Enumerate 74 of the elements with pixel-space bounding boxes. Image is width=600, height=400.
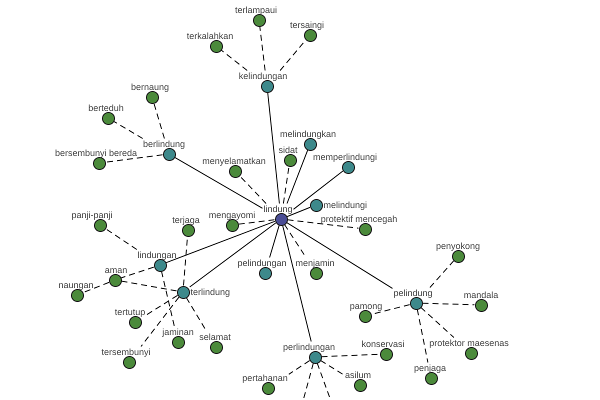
node-label: lindungan xyxy=(137,250,177,260)
dashed-connector-line xyxy=(316,362,332,400)
node-label: aman xyxy=(104,264,128,274)
node-label: protektor maesenas xyxy=(429,338,509,348)
node-label: tertutup xyxy=(114,306,146,316)
dashed-connector-line xyxy=(220,50,248,71)
node-label: pertahanan xyxy=(242,372,288,382)
dashed-connector-line xyxy=(82,282,110,294)
node-label: naungan xyxy=(58,280,94,290)
node-label: kelindungan xyxy=(238,70,288,80)
connector-line xyxy=(166,220,276,264)
dashed-connector-line xyxy=(420,306,454,338)
dashed-connector-line xyxy=(239,175,267,204)
node-label: asilum xyxy=(345,370,371,380)
dashed-connector-line xyxy=(153,102,165,139)
node-label: berlindung xyxy=(142,138,186,148)
node-label: bersembunyi bereda xyxy=(54,148,138,158)
dashed-connector-line xyxy=(113,120,144,139)
connector-line xyxy=(293,170,344,210)
connector-line xyxy=(174,156,263,209)
node-label: berteduh xyxy=(88,102,124,112)
connector-line xyxy=(286,222,393,289)
connector-line xyxy=(189,222,276,288)
node-label: pamong xyxy=(350,300,382,310)
dashed-connector-line xyxy=(429,260,454,288)
node-label: penyokong xyxy=(436,240,480,250)
node-label: terkalahkan xyxy=(186,30,234,40)
dashed-connector-line xyxy=(120,280,178,292)
dashed-connector-line xyxy=(284,224,306,258)
dashed-connector-line xyxy=(104,154,164,163)
node-label: tersembunyi xyxy=(101,346,151,356)
node-label: terjaga xyxy=(172,214,200,224)
connector-line xyxy=(286,150,308,204)
node-label: melindungkan xyxy=(280,128,336,138)
dashed-connector-line xyxy=(120,266,154,278)
dashed-connector-line xyxy=(321,354,380,358)
node-label: mengayomi xyxy=(208,210,256,220)
dashed-connector-line xyxy=(302,362,314,400)
node-label: lindung xyxy=(263,204,293,214)
connector-line xyxy=(267,92,280,204)
node-label: bernaung xyxy=(130,82,170,92)
node-label: pelindungan xyxy=(237,258,287,268)
node-label: menjamin xyxy=(296,258,334,268)
node-label: konservasi xyxy=(361,338,405,348)
dashed-connector-line xyxy=(416,308,428,363)
dashed-connector-line xyxy=(422,302,475,306)
node-label: melindungi xyxy=(324,200,368,210)
dashed-connector-line xyxy=(238,219,275,225)
dashed-connector-line xyxy=(320,360,344,376)
node-label: mandala xyxy=(464,290,498,300)
connector-line xyxy=(269,224,280,258)
node-label: menyelamatkan xyxy=(202,156,266,166)
node-label: jaminan xyxy=(162,326,194,336)
dashed-connector-line xyxy=(146,294,178,316)
connector-line xyxy=(282,224,312,342)
dashed-connector-line xyxy=(259,26,266,71)
node-label: memperlindungi xyxy=(312,152,378,162)
dashed-connector-line xyxy=(282,166,290,204)
dashed-connector-line xyxy=(288,360,310,375)
dashed-connector-line xyxy=(287,219,359,229)
connector-line xyxy=(286,206,310,218)
node-label: selamat xyxy=(199,332,231,342)
node-label: sidat xyxy=(278,144,298,154)
dashed-connector-line xyxy=(161,270,175,327)
node-label: perlindungan xyxy=(282,342,336,352)
dashed-connector-line xyxy=(104,228,138,250)
node-label: protektif mencegah xyxy=(320,214,398,224)
node-label: penjaga xyxy=(414,362,446,372)
node-label: panji-panji xyxy=(71,210,113,220)
dashed-connector-line xyxy=(140,296,180,347)
node-label: pelindung xyxy=(393,288,433,298)
node-label: tersaingi xyxy=(290,20,324,30)
node-label: terlampaui xyxy=(234,4,278,14)
node-label: terlindung xyxy=(190,287,230,297)
